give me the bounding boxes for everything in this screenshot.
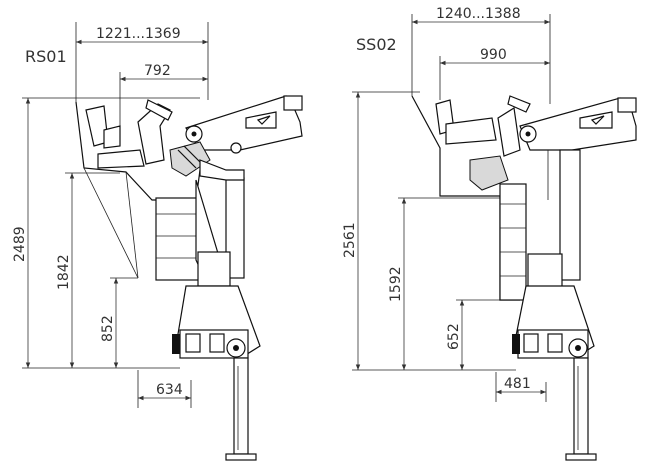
- ss02-seat-height-label: 1592: [388, 266, 404, 302]
- rs01-frame: [155, 159, 245, 291]
- ss02-dimension-lines: [352, 14, 551, 402]
- rs01-base-offset-label: 634: [156, 382, 183, 398]
- rs01-reach-label: 792: [144, 63, 171, 79]
- rs01-total-height-label: 2489: [12, 226, 28, 262]
- ss02-total-height-label: 2561: [342, 222, 358, 258]
- ss02-base-offset-label: 481: [504, 376, 531, 392]
- rs01-drawing: [22, 22, 303, 461]
- rs01-pedestal-height-label: 852: [100, 315, 116, 342]
- ss02-model-label: SS02: [356, 35, 397, 54]
- rs01-boom: [185, 95, 303, 154]
- ss02-drawing: [352, 14, 637, 461]
- rs01-seat-height-label: 1842: [56, 254, 72, 290]
- ss02-reach-label: 990: [480, 47, 507, 63]
- rs01-seat: [85, 99, 211, 177]
- ss02-seat: [435, 95, 531, 191]
- ss02-width-range-label: 1240...1388: [436, 6, 521, 22]
- rs01-pedestal: [172, 285, 261, 461]
- ss02-boom: [519, 97, 637, 151]
- rs01-model-label: RS01: [25, 47, 67, 66]
- rs01-width-range-label: 1221...1369: [96, 26, 181, 42]
- ss02-frame: [499, 149, 581, 301]
- rs01-dimension-lines: [22, 22, 209, 408]
- ss02-pedestal: [512, 285, 597, 461]
- ss02-pedestal-height-label: 652: [446, 323, 462, 350]
